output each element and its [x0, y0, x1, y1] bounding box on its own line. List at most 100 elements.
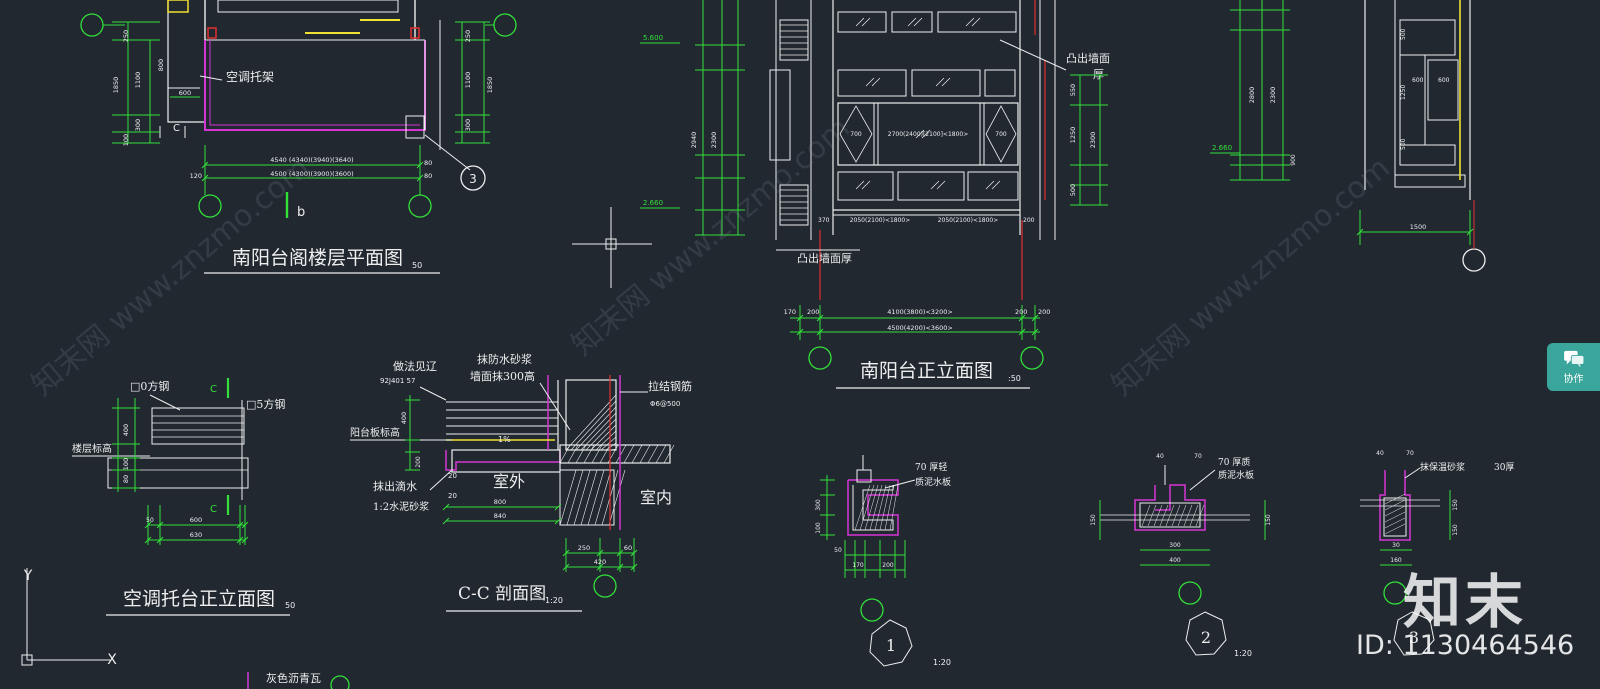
resource-id-label: ID: 1130464546 — [1356, 630, 1575, 661]
dim-d1-170: 170 — [852, 562, 864, 569]
dim-200c: 200 — [1015, 308, 1027, 316]
axis-bubble — [1383, 581, 1407, 605]
axis-bubble — [1462, 248, 1486, 272]
dim-cc-250: 250 — [578, 544, 590, 552]
glass-hatch — [865, 77, 875, 87]
dim-d3-160: 160 — [1390, 557, 1402, 564]
dim-window-lower-right: 2050(2100)<1800> — [938, 217, 999, 224]
dim-ac-400: 400 — [122, 424, 130, 436]
crosshair-cursor — [605, 238, 617, 250]
dimension-tick — [236, 521, 244, 529]
dimension-tick — [236, 536, 244, 544]
detail-2-thick-label: 70 厚质 — [1218, 456, 1250, 468]
axis-bubble — [80, 13, 104, 37]
elevation-diamond — [985, 105, 1017, 163]
detail-3-magenta — [1379, 470, 1411, 541]
indoor-label: 室内 — [640, 488, 672, 507]
glass-hatch — [855, 180, 865, 190]
detail-hatch — [889, 484, 899, 531]
axis-bubble — [408, 194, 432, 218]
ac-bracket-title: 空调托台正立面图 — [123, 588, 275, 610]
axis-bubble — [198, 194, 222, 218]
dim-ac-80: 80 — [122, 475, 130, 483]
dimension-tick — [816, 314, 824, 322]
steel-tube-label-2: □5方钢 — [246, 397, 285, 411]
dim-d1-100: 100 — [815, 522, 822, 534]
detail-hatch — [1384, 511, 1406, 523]
leader-line — [1404, 467, 1421, 479]
leader-line — [419, 386, 447, 401]
dim-2300: 2300 — [710, 132, 718, 149]
dimension-tick — [1356, 228, 1364, 236]
slab-hatch — [599, 444, 611, 464]
dimension-tick — [554, 517, 562, 525]
slab-hatch — [583, 444, 595, 464]
dim-1100-right: 1100 — [464, 72, 472, 89]
axis-bubble — [593, 574, 617, 598]
floor-level-label: 楼层标高 — [72, 442, 112, 455]
dimension-tick — [1466, 228, 1474, 236]
dim-cc-20a: 20 — [448, 472, 457, 480]
dim-4500-elev: 4500(4200)<3600> — [887, 324, 953, 332]
detail-hatch — [884, 484, 895, 531]
dimension-tick — [562, 563, 570, 571]
wall-hatch — [570, 400, 617, 451]
dim-window-lower-left: 2050(2100)<1800> — [850, 217, 911, 224]
dimension-tick — [630, 563, 638, 571]
slab-hatch — [623, 444, 635, 464]
elevation-window-pane — [984, 69, 1016, 97]
dimension-tick — [241, 536, 249, 544]
dim-800: 800 — [157, 59, 165, 71]
slab-hatch — [559, 444, 571, 464]
dim-right-2800: 2800 — [1248, 87, 1256, 104]
dimension-tick — [416, 174, 424, 182]
glass-hatch — [936, 180, 946, 190]
plan-magenta-wall — [204, 40, 426, 131]
slab-hatch — [631, 444, 643, 464]
dim-cc-200: 200 — [415, 456, 422, 468]
dim-d2-400: 400 — [1169, 557, 1181, 564]
section-slab-magenta — [445, 450, 561, 471]
dim-right-1250: 1250 — [1400, 85, 1407, 100]
dimension-tick — [156, 521, 164, 529]
elevation-window-pane — [837, 69, 907, 97]
section-scale: 1:20 — [545, 596, 563, 605]
dimension-tick — [1031, 328, 1039, 336]
collaborate-button[interactable]: 协作 — [1547, 343, 1600, 391]
dim-d3-150b: 150 — [1452, 524, 1459, 536]
detail-2-magenta — [1134, 484, 1206, 531]
tie-bar-spec: Φ6@500 — [650, 400, 680, 408]
glass-hatch — [871, 77, 881, 87]
dim-cc-420: 420 — [594, 558, 606, 566]
detail-hatch — [1177, 504, 1187, 527]
plan-window — [217, 0, 399, 13]
dim-550: 550 — [1069, 84, 1077, 96]
slab-hatch — [567, 444, 579, 464]
ac-bracket-label: 空调托架 — [226, 70, 274, 84]
wall-hatch — [595, 430, 617, 451]
detail-hatch — [869, 484, 883, 531]
elevation-window-pane — [897, 171, 965, 201]
glass-hatch — [921, 129, 931, 139]
detail-hatch — [1384, 523, 1406, 535]
dim-1850: 1850 — [112, 77, 120, 94]
elevation-stair-block — [779, 184, 809, 226]
dim-600: 600 — [179, 89, 191, 97]
leader-line — [999, 39, 1067, 71]
protruding-wall-label: 凸出墙面 — [1066, 51, 1110, 65]
plan-scale: 50 — [412, 261, 422, 270]
dim-80b: 80 — [424, 172, 432, 180]
dimension-tick — [144, 536, 152, 544]
detail-hatch — [1159, 504, 1169, 527]
level-5600: 5.600 — [643, 34, 663, 42]
axis-bubble — [1020, 346, 1044, 370]
dim-250-right: 250 — [464, 30, 472, 42]
dimension-tick — [1018, 314, 1026, 322]
dimension-tick — [796, 314, 804, 322]
wall-hatch — [580, 469, 598, 526]
leader-line — [539, 382, 571, 431]
right-elevation-window — [1399, 19, 1456, 56]
glass-hatch — [861, 180, 871, 190]
dim-1250: 1250 — [1069, 127, 1077, 144]
